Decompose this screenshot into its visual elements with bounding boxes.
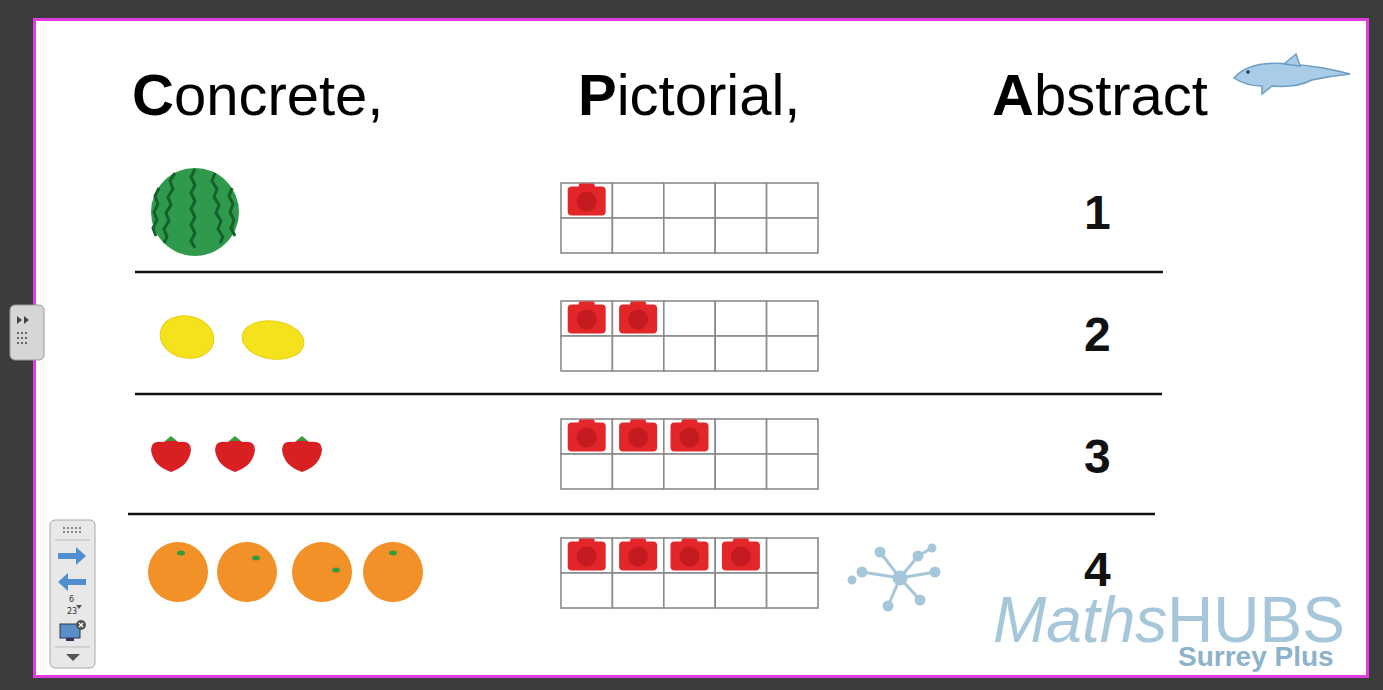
column-heading: Abstract — [992, 66, 1208, 124]
lemons — [156, 311, 306, 363]
ten-frame — [561, 538, 818, 608]
counter — [568, 305, 606, 334]
ten-frames — [561, 183, 818, 608]
counter — [568, 187, 606, 216]
numeral: 2 — [1084, 311, 1111, 359]
counter — [722, 542, 760, 571]
watermelon — [151, 168, 239, 256]
dolphin-icon — [1234, 54, 1350, 94]
ten-frame — [561, 301, 818, 371]
slide-panel — [35, 20, 1368, 677]
counter — [671, 542, 709, 571]
toolbar — [50, 520, 95, 668]
row-dividers — [128, 272, 1163, 514]
numeral: 3 — [1084, 433, 1111, 481]
counter — [619, 305, 657, 334]
slide-counter: 23 — [67, 608, 77, 616]
watermark: Maths — [993, 588, 1167, 652]
counter — [619, 423, 657, 452]
ten-frame — [561, 183, 818, 253]
counter — [671, 423, 709, 452]
column-heading: Concrete, — [132, 66, 383, 124]
side-handle — [10, 305, 44, 360]
ten-frame — [561, 419, 818, 489]
counter — [568, 423, 606, 452]
column-heading: Pictorial, — [578, 66, 800, 124]
numeral: 4 — [1084, 546, 1111, 594]
oranges — [148, 542, 423, 602]
counter — [619, 542, 657, 571]
hub-logo — [849, 545, 939, 610]
slide-counter: 6 — [69, 596, 74, 604]
strawberries — [151, 436, 322, 472]
counter — [568, 542, 606, 571]
numeral: 1 — [1084, 189, 1111, 237]
watermark: Surrey Plus — [1178, 643, 1334, 671]
